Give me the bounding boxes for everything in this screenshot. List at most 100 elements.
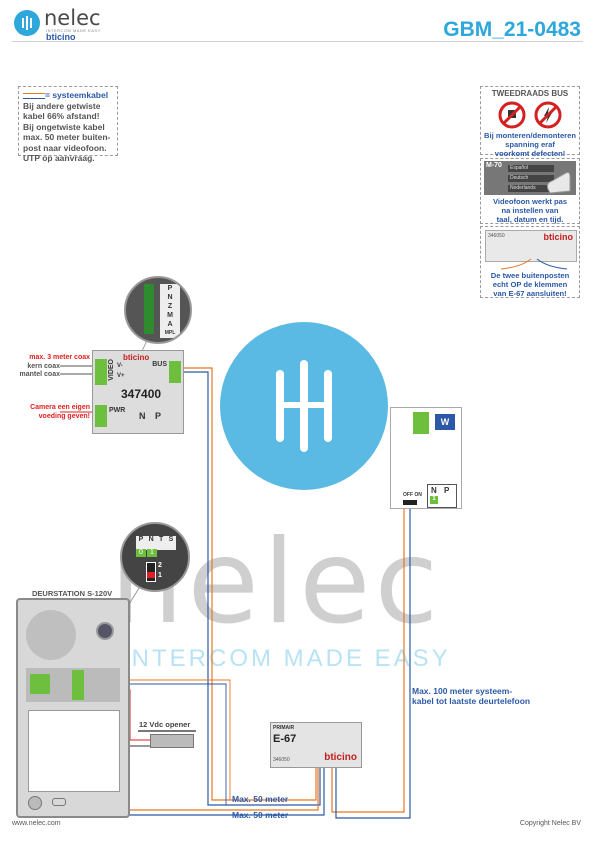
- monitor-terminal: [413, 412, 429, 434]
- dip-block: [144, 284, 154, 334]
- document-id: GBM_21-0483: [443, 18, 581, 41]
- brand-name: nelec: [44, 6, 101, 30]
- legend-line: kabel 66% afstand!: [23, 111, 100, 121]
- dip-label: P: [138, 536, 144, 543]
- footer-copyright: Copyright Nelec BV: [519, 820, 581, 827]
- indicator-icon: [52, 798, 66, 806]
- dip-label: T: [159, 536, 164, 543]
- zoom-347400-terminals: P N Z M A MPL: [124, 276, 192, 344]
- module-brand: bticino: [123, 353, 150, 362]
- legend-line: max. 50 meter buiten-: [23, 132, 111, 142]
- monitor-pins: N P 1: [427, 484, 457, 508]
- e67-code: 346050: [273, 757, 290, 763]
- door-opener-icon: [150, 734, 194, 748]
- bus-label: BUS: [152, 361, 167, 368]
- video-pin: V+: [117, 373, 125, 379]
- note-line: Videofoon werkt pas: [492, 197, 568, 206]
- legend-line: Bij ongetwiste kabel: [23, 121, 105, 132]
- mantel-label: mantel coax: [19, 371, 60, 378]
- m70-screen: M-70 Español Deutsch Nederlands: [484, 161, 576, 195]
- legend-line: post naar videofoon.: [23, 142, 107, 153]
- bottom-pin: N: [139, 411, 146, 421]
- max-100-label: kabel tot laatste deurtelefoon: [412, 696, 531, 706]
- zoom-pin: A: [167, 321, 173, 328]
- system-cable-blue: [182, 371, 321, 806]
- dip-value: 0: [136, 549, 146, 557]
- nelec-logo-icon: [14, 10, 40, 36]
- terminal-block: [30, 674, 50, 694]
- speaker-grille: [26, 610, 76, 660]
- e67-small-brand: bticino: [543, 232, 574, 242]
- off-on-switch[interactable]: [403, 500, 417, 505]
- kern-label: kern coax: [27, 363, 60, 370]
- monitor-pin-value: 1: [430, 496, 438, 504]
- no-voltage-icon: [534, 101, 562, 129]
- m70-menu-item: Deutsch: [508, 175, 554, 182]
- e67-small-device: 346050 bticino: [485, 230, 577, 262]
- dip-switch-label: 2: [158, 562, 162, 569]
- name-card-window: [28, 710, 120, 792]
- opener-divider: [138, 730, 196, 732]
- dip-value: 1: [147, 549, 157, 557]
- e67-power-supply: PRIMAIR E-67 346050 bticino: [270, 722, 362, 768]
- zoom-pin-list: P N Z M A MPL: [160, 284, 180, 338]
- brand-tagline: INTERCOM MADE EASY: [46, 28, 101, 33]
- door-station-label: DEURSTATION S-120V: [32, 589, 113, 598]
- call-button-icon[interactable]: [28, 796, 42, 810]
- video-terminal: [95, 359, 107, 385]
- pwr-terminal: [95, 405, 107, 427]
- bus-terminal: [169, 361, 181, 383]
- zoom-dip-switch: P N T S 0 1 2 1: [120, 522, 190, 592]
- m70-label: M-70: [486, 162, 502, 169]
- camera-note: Camera een eigen: [30, 404, 90, 411]
- note-line: De twee buitenposten: [490, 271, 570, 280]
- zoom-pin: M: [167, 312, 173, 319]
- zoom-pin: MPL: [164, 330, 176, 336]
- m70-menu-item: Nederlands: [508, 185, 554, 192]
- bottom-pin: P: [155, 411, 162, 421]
- e67-model: E-67: [273, 733, 297, 745]
- monitor-badge: W: [435, 414, 455, 430]
- monitor-pin: P: [444, 486, 450, 495]
- tweedraads-title: TWEEDRAADS BUS: [491, 89, 569, 98]
- coax-note: max. 3 meter coax: [29, 354, 90, 361]
- finger-icon: [547, 172, 571, 194]
- watermark-logo-icon: [220, 322, 388, 490]
- m70-note: M-70 Español Deutsch Nederlands Videofoo…: [480, 158, 580, 224]
- zoom-pin: Z: [167, 303, 173, 310]
- tweedraads-note: TWEEDRAADS BUS Bij monteren/demonteren s…: [480, 86, 580, 158]
- note-line: voorkomt defecten!: [494, 149, 566, 158]
- camera-note: voeding geven!: [38, 413, 90, 420]
- terminal-board: [26, 668, 120, 702]
- e67-small-code: 346050: [488, 233, 505, 239]
- dip-labels: P N T S: [136, 536, 176, 550]
- module-347400: bticino VIDEO V- V+ BUS 347400 PWR N P: [92, 350, 184, 434]
- dip-label: S: [168, 536, 174, 543]
- legend-line: Bij andere getwiste: [23, 100, 101, 111]
- note-line: van E-67 aansluiten!: [493, 289, 567, 298]
- terminal-block: [72, 670, 84, 700]
- note-line: Bij monteren/demonteren: [484, 131, 576, 140]
- max-100-label: Max. 100 meter systeem-: [412, 686, 513, 696]
- m70-menu-item: Español: [508, 165, 554, 172]
- module-model: 347400: [121, 387, 162, 401]
- zoom-pin: P: [167, 285, 173, 292]
- system-cable-orange: [182, 367, 317, 801]
- max-50-label: Max. 50 meter: [232, 794, 289, 804]
- off-on-label: OFF ON: [403, 492, 422, 498]
- legend-box: = systeemkabel Bij andere getwiste kabel…: [18, 86, 118, 163]
- e67-top-label: PRIMAIR: [273, 725, 295, 731]
- header-divider: [12, 41, 583, 42]
- video-pin: V-: [117, 363, 123, 369]
- dip-switch-body: [146, 562, 156, 582]
- pwr-label: PWR: [109, 407, 126, 414]
- partner-logo: bticino: [46, 32, 76, 42]
- video-label: VIDEO: [108, 359, 115, 381]
- zoom-pin: N: [167, 294, 173, 301]
- no-plug-icon: [498, 101, 526, 129]
- legend-line1: = systeemkabel: [45, 90, 109, 100]
- max-50-label: Max. 50 meter: [232, 810, 289, 820]
- door-station: [16, 598, 130, 818]
- camera-lens-icon: [96, 622, 114, 640]
- note-line: taal, datum en tijd.: [496, 215, 564, 224]
